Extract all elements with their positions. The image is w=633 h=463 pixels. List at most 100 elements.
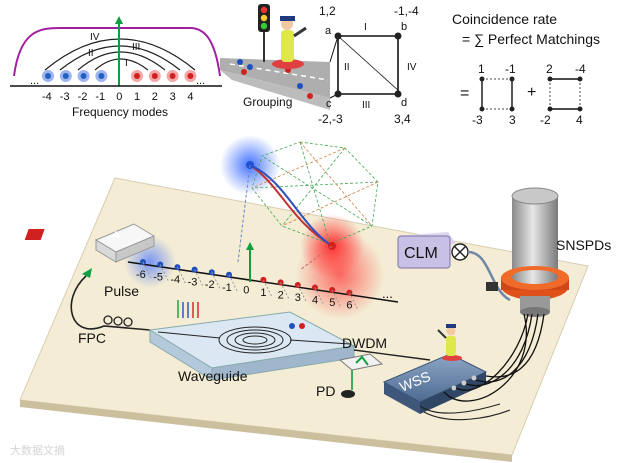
spectrum-drop-line (159, 264, 169, 281)
mode-dots (42, 70, 197, 82)
spectrum-drop-line (331, 289, 341, 307)
snspd-cryostat (486, 187, 569, 317)
optical-table-edge (20, 400, 512, 462)
snspds-label: SNSPDs (556, 237, 611, 253)
traffic-light-red (260, 6, 268, 14)
traffic-light-yellow (260, 14, 268, 22)
m1-node (479, 106, 485, 112)
diag (337, 35, 401, 93)
fiber-to-wss (353, 349, 431, 361)
tick-label: -2 (78, 91, 88, 103)
dwdm-label: DWDM (342, 335, 387, 351)
coincidence-formula: = ∑ Perfect Matchings (462, 31, 600, 47)
circulator-icon (451, 243, 469, 261)
vertex-b-label: b (401, 21, 407, 33)
mode-dot (169, 73, 176, 79)
traffic-police-icon (272, 16, 307, 69)
spectrum-tick-label: 6 (346, 300, 352, 312)
warning-triangle-icon (111, 231, 121, 237)
grouping-panel: a b c d 1,2 -1,-4 -2,-3 3,4 I II III IV … (220, 4, 419, 126)
vertex-b (394, 32, 402, 40)
spectrum-ellipsis: ... (382, 286, 393, 301)
spectrum-tick-label: -4 (170, 274, 180, 286)
edge-label-iv: IV (407, 62, 417, 73)
mode-dot (187, 73, 194, 79)
waveguide-label: Waveguide (178, 368, 248, 384)
pair-b: -1,-4 (394, 4, 419, 18)
spectrum-dots (140, 259, 358, 309)
arc-label-iii: III (132, 42, 140, 53)
vertex-a (334, 32, 342, 40)
spectrum-drop-line (194, 269, 204, 286)
m1-tl: 1 (478, 62, 485, 76)
clm-module (397, 232, 456, 269)
wss-police-icon (437, 324, 462, 361)
mode-dot (241, 69, 247, 75)
vertex-c-label: c (326, 98, 332, 110)
m1-node (509, 106, 515, 112)
pump-arrow-icon (115, 16, 123, 24)
mode-dot (247, 64, 253, 70)
input-fiber (70, 275, 151, 331)
spectrum-drop-line (211, 271, 221, 289)
vertex-d-label: d (401, 97, 407, 109)
link-a (329, 35, 339, 63)
fpc-label: FPC (78, 330, 106, 346)
spectrum-tick-label: 5 (329, 297, 335, 309)
dwdm-module (338, 353, 384, 371)
arc-label-ii: II (88, 48, 94, 59)
plus-sign: + (527, 84, 536, 101)
tick-label: 0 (116, 91, 122, 103)
mode-dot (45, 73, 51, 79)
spectrum-tick-label: 4 (312, 295, 318, 307)
tick-label: -3 (60, 91, 70, 103)
phase-matching-envelope (13, 27, 221, 77)
spectrum-tick-label: 3 (295, 292, 301, 304)
detector-cables (443, 313, 545, 402)
mode-dot (134, 73, 140, 79)
vertex-c (334, 90, 342, 98)
pulse-label: Pulse (104, 283, 139, 299)
traffic-light-green (260, 22, 268, 30)
clm-label: CLM (404, 245, 438, 262)
fpc-loops-icon (103, 315, 133, 327)
m2-tl: 2 (546, 62, 553, 76)
ellipsis-left: ... (30, 75, 39, 87)
arc-label-iv: IV (90, 32, 100, 43)
axis-caption: Frequency modes (72, 105, 168, 119)
spectrum-tick-label: 2 (278, 289, 284, 301)
coincidence-panel: Coincidence rate = ∑ Perfect Matchings =… (452, 11, 600, 127)
arc-ii (77, 51, 166, 71)
dwdm-filter-icon (355, 355, 369, 366)
edge-label-ii: II (344, 62, 350, 73)
pd-label: PD (316, 383, 335, 399)
clm-cable (467, 250, 511, 302)
arc-label-i: I (125, 58, 128, 69)
spectrum-drop-line (297, 284, 307, 302)
spectrum-tick-label: -2 (205, 279, 215, 291)
spectrum-tick-label: -1 (222, 282, 232, 294)
mode-dot (62, 73, 69, 79)
tick-label: -4 (42, 91, 52, 103)
tick-label: 1 (134, 91, 140, 103)
red-projection (299, 245, 333, 271)
tick-label: 2 (152, 91, 158, 103)
spectrum-drop-line (262, 279, 272, 297)
tick-label: -1 (95, 91, 105, 103)
mode-dot (151, 73, 158, 79)
spectrum-drop-line (348, 292, 358, 309)
m1-br: 3 (509, 113, 516, 127)
edge-label-i: I (364, 22, 367, 33)
pd-icon (341, 390, 355, 398)
spectrum-drop-line (142, 261, 152, 279)
mode-dot (297, 83, 303, 89)
output-fibers (419, 403, 511, 421)
m2-node (577, 106, 583, 112)
tick-label: 4 (187, 91, 193, 103)
blue-projection (237, 164, 251, 263)
m2-bl: -2 (540, 113, 551, 127)
